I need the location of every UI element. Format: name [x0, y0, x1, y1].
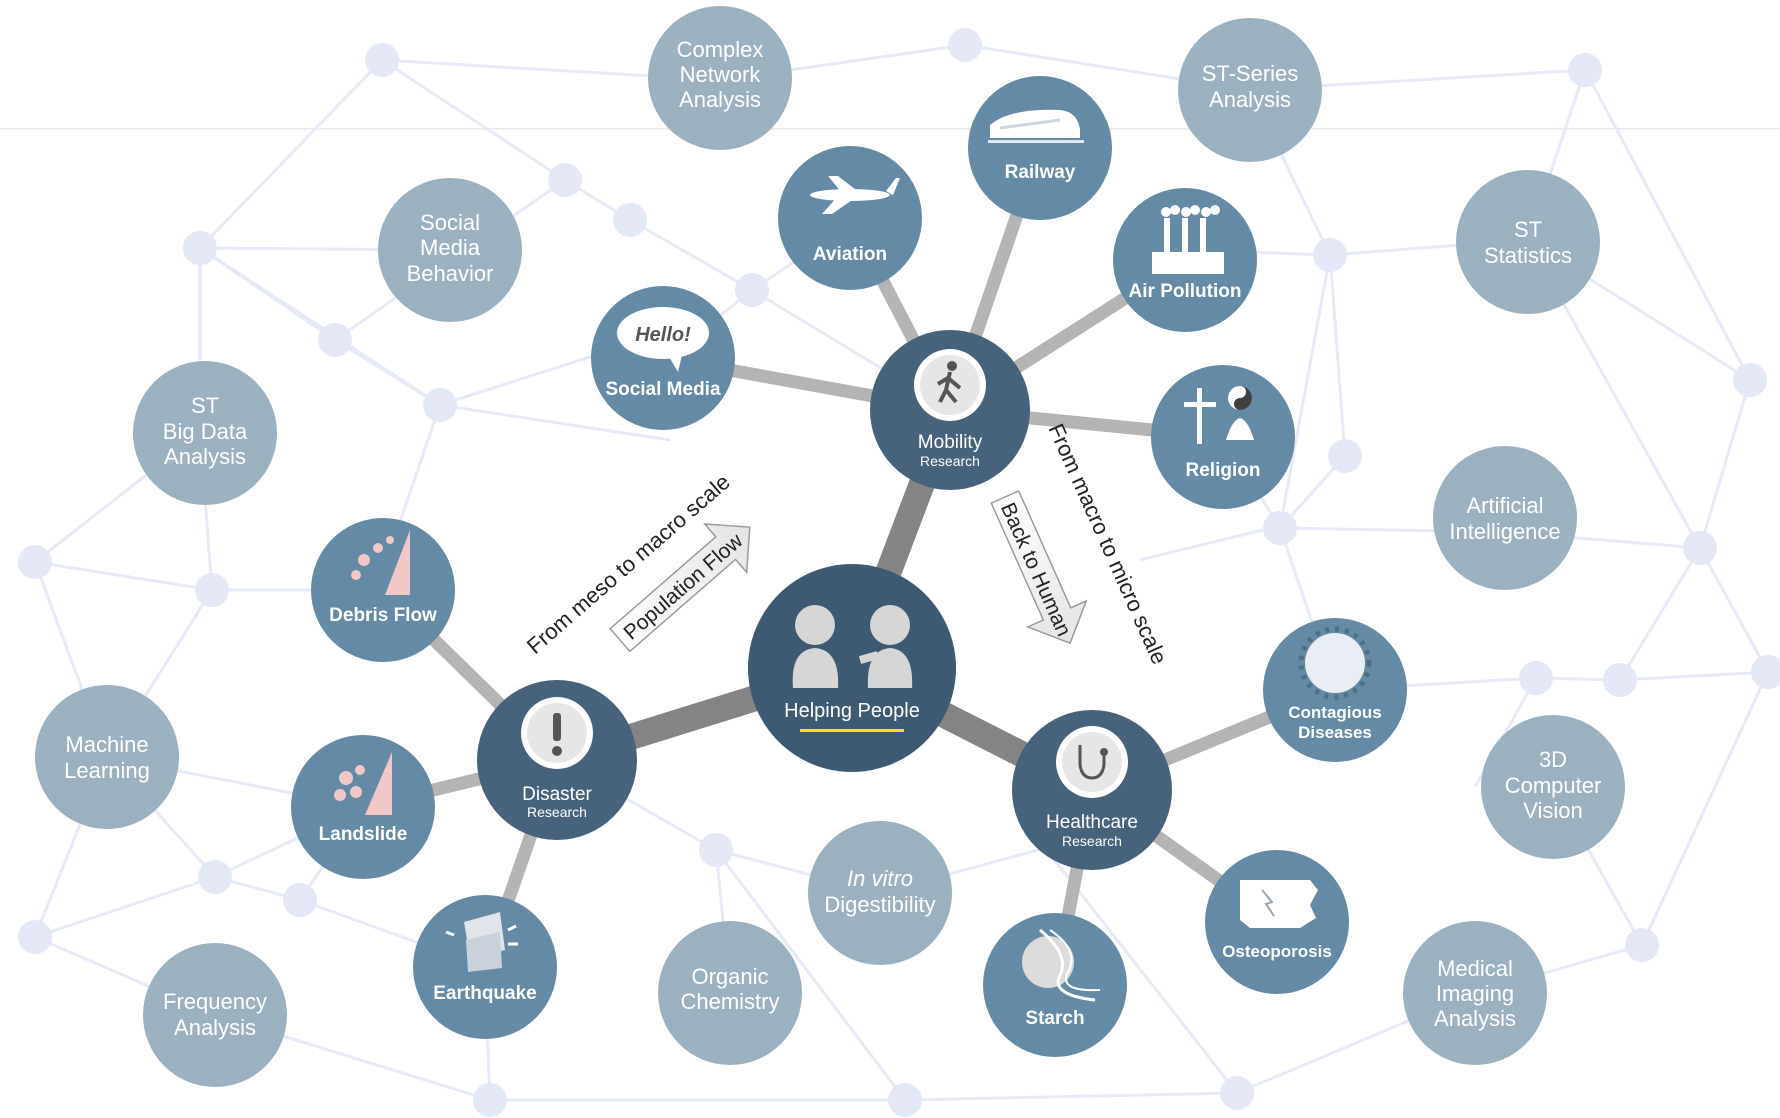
svg-text:Hello!: Hello!: [635, 324, 691, 346]
train-icon: [988, 109, 1084, 143]
svg-text:Machine: Machine: [65, 732, 148, 757]
svg-text:Healthcare: Healthcare: [1046, 812, 1138, 833]
svg-text:Contagious: Contagious: [1288, 703, 1382, 722]
svg-text:Research: Research: [527, 804, 587, 820]
hub-disaster-research: Disaster Research: [477, 680, 637, 840]
svg-text:Social: Social: [420, 210, 480, 235]
svg-text:Analysis: Analysis: [1434, 1006, 1516, 1031]
svg-text:Organic: Organic: [691, 964, 768, 989]
center-helping-people: Helping People: [748, 564, 956, 772]
svg-text:Analysis: Analysis: [164, 444, 246, 469]
svg-text:Vision: Vision: [1523, 798, 1583, 823]
center-underline: [800, 729, 904, 732]
earthquake-icon: [445, 912, 518, 972]
svg-text:Back to Human: Back to Human: [996, 499, 1075, 640]
svg-text:Chemistry: Chemistry: [680, 989, 779, 1014]
topic-religion: Religion: [1151, 365, 1295, 509]
svg-text:Digestibility: Digestibility: [824, 892, 935, 917]
svg-text:Analysis: Analysis: [1209, 87, 1291, 112]
exclamation-icon: [521, 697, 593, 769]
svg-text:Earthquake: Earthquake: [433, 983, 536, 1004]
svg-text:Behavior: Behavior: [407, 261, 494, 286]
method-artificial-intelligence: Artificial Intelligence: [1433, 446, 1577, 590]
svg-text:Diseases: Diseases: [1298, 723, 1372, 742]
svg-text:Analysis: Analysis: [174, 1015, 256, 1040]
starch-dna-icon: [1022, 928, 1101, 1002]
topic-social-media: Hello! Social Media: [591, 286, 735, 430]
method-organic-chemistry: Organic Chemistry: [658, 921, 802, 1065]
method-st-statistics: ST Statistics: [1456, 170, 1600, 314]
topic-aviation: Aviation: [778, 146, 922, 290]
svg-text:Frequency: Frequency: [163, 989, 267, 1014]
method-machine-learning: Machine Learning: [35, 685, 179, 829]
svg-text:ST-Series: ST-Series: [1202, 61, 1299, 86]
bone-icon: [1240, 880, 1318, 928]
svg-text:Network: Network: [680, 62, 762, 87]
svg-text:Social Media: Social Media: [605, 379, 721, 400]
two-people-icon: [792, 605, 913, 688]
method-social-media-behavior: Social Media Behavior: [378, 178, 522, 322]
svg-text:Debris Flow: Debris Flow: [329, 605, 437, 626]
factory-icon: [1152, 205, 1224, 274]
svg-text:Helping People: Helping People: [784, 700, 920, 722]
method-st-series-analysis: ST-Series Analysis: [1178, 18, 1322, 162]
method-st-big-data-analysis: ST Big Data Analysis: [133, 361, 277, 505]
svg-text:Learning: Learning: [64, 758, 150, 783]
walking-person-icon: [914, 349, 986, 421]
speech-bubble-icon: Hello!: [617, 307, 709, 372]
svg-text:Artificial: Artificial: [1466, 493, 1543, 518]
method-frequency-analysis: Frequency Analysis: [143, 943, 287, 1087]
svg-text:Aviation: Aviation: [813, 244, 887, 265]
topic-earthquake: Earthquake: [413, 895, 557, 1039]
method-in-vitro-digestibility: In vitro Digestibility: [808, 821, 952, 965]
svg-text:3D: 3D: [1539, 747, 1567, 772]
topic-landslide: Landslide: [291, 735, 435, 879]
svg-text:Media: Media: [420, 235, 481, 260]
svg-text:Research: Research: [920, 453, 980, 469]
cross-yinyang-lotus-icon: [1184, 386, 1254, 444]
svg-text:Landslide: Landslide: [319, 824, 408, 845]
svg-text:Medical: Medical: [1437, 956, 1513, 981]
method-3d-computer-vision: 3D Computer Vision: [1481, 715, 1625, 859]
hub-healthcare-research: Healthcare Research: [1012, 710, 1172, 870]
topic-osteoporosis: Osteoporosis: [1205, 850, 1349, 994]
svg-text:Statistics: Statistics: [1484, 243, 1572, 268]
svg-text:Analysis: Analysis: [679, 87, 761, 112]
topic-debris-flow: Debris Flow: [311, 518, 455, 662]
svg-text:Complex: Complex: [677, 37, 764, 62]
topic-starch: Starch: [983, 913, 1127, 1057]
background-network-nodes: [18, 28, 1780, 1117]
svg-text:ST: ST: [1514, 217, 1542, 242]
svg-text:Mobility: Mobility: [918, 432, 983, 453]
debris-flow-icon: [351, 530, 410, 595]
airplane-icon: [810, 176, 900, 214]
svg-text:Osteoporosis: Osteoporosis: [1222, 942, 1332, 961]
method-medical-imaging-analysis: Medical Imaging Analysis: [1403, 921, 1547, 1065]
svg-text:Research: Research: [1062, 833, 1122, 849]
svg-text:Imaging: Imaging: [1436, 981, 1514, 1006]
svg-text:Disaster: Disaster: [522, 784, 592, 805]
topic-contagious-diseases: Contagious Diseases: [1263, 618, 1407, 762]
svg-text:Computer: Computer: [1505, 773, 1602, 798]
svg-text:ST: ST: [191, 393, 219, 418]
stethoscope-icon: [1056, 726, 1128, 798]
svg-text:Religion: Religion: [1186, 460, 1261, 481]
method-complex-network-analysis: Complex Network Analysis: [648, 6, 792, 150]
svg-text:Railway: Railway: [1005, 162, 1076, 183]
landslide-icon: [334, 752, 392, 815]
svg-text:Starch: Starch: [1025, 1008, 1084, 1029]
svg-text:Air Pollution: Air Pollution: [1129, 281, 1242, 302]
top-bar: [0, 0, 1780, 129]
topic-railway: Railway: [968, 76, 1112, 220]
virus-icon: [1298, 626, 1372, 700]
annotation-meso-to-macro: From meso to macro scale Population Flow: [522, 469, 751, 659]
hub-mobility-research: Mobility Research: [870, 330, 1030, 490]
svg-text:Big Data: Big Data: [163, 419, 248, 444]
svg-text:In vitro: In vitro: [847, 866, 913, 891]
svg-text:Intelligence: Intelligence: [1449, 519, 1560, 544]
topic-air-pollution: Air Pollution: [1113, 188, 1257, 332]
